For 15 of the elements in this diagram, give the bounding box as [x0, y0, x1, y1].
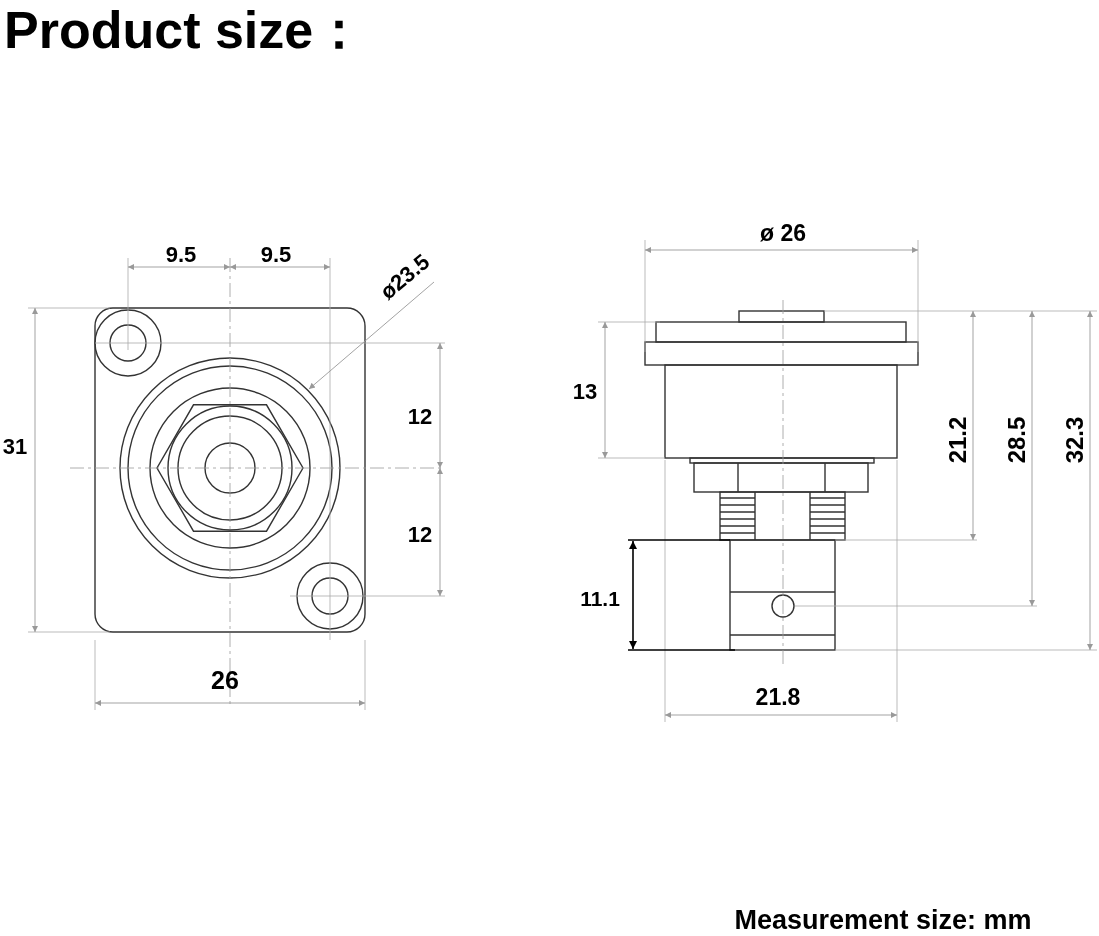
dimension-label: 13 — [572, 381, 598, 403]
dimension-label: 26 — [211, 667, 239, 693]
dimension-label: ø 26 — [760, 221, 806, 245]
dimension-label: 11.1 — [580, 587, 620, 609]
title: Product size： — [4, 4, 366, 56]
dimension-label: 12 — [407, 406, 433, 428]
dimension-label: 28.5 — [1005, 416, 1029, 464]
dimension-label: 21.8 — [755, 685, 801, 709]
dimension-label: 12 — [407, 524, 433, 546]
dimension-label: 9.5 — [260, 244, 292, 266]
dimension-label: 21.2 — [946, 416, 970, 464]
unit-note: Measurement size: mm — [734, 906, 1032, 934]
dimension-label: 31 — [2, 436, 28, 458]
dimension-label: 32.3 — [1063, 416, 1087, 464]
dimension-label: 9.5 — [165, 244, 197, 266]
